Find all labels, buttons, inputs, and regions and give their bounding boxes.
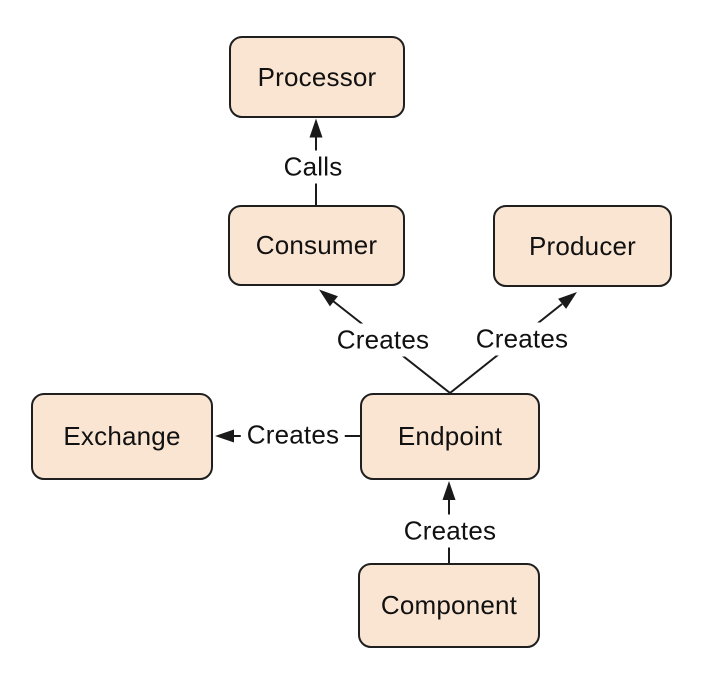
edge-label-calls: Calls [277, 150, 349, 184]
node-exchange-label: Exchange [63, 421, 181, 451]
node-component-label: Component [380, 590, 518, 620]
edge-label-creates-exchange: Creates [240, 418, 346, 452]
node-consumer-label: Consumer [255, 230, 378, 260]
node-producer-label: Producer [528, 230, 637, 261]
node-processor-label: Processor [257, 61, 377, 92]
edge-label-creates-endpoint: Creates [397, 514, 503, 548]
edge-endpoint-consumer-arrowhead [319, 289, 338, 307]
edge-component-endpoint-arrowhead [442, 481, 456, 500]
node-producer: Producer [493, 205, 672, 287]
node-endpoint: Endpoint [360, 393, 540, 480]
node-processor: Processor [229, 36, 405, 118]
node-component: Component [358, 563, 540, 648]
edge-endpoint-exchange-arrowhead [215, 429, 234, 443]
edge-label-creates-consumer: Creates [330, 323, 436, 357]
edge-label-creates-producer: Creates [469, 322, 575, 356]
node-consumer: Consumer [228, 205, 405, 286]
edge-endpoint-producer-arrowhead [558, 292, 577, 309]
node-exchange: Exchange [31, 393, 213, 480]
edge-consumer-processor-arrowhead [309, 118, 323, 138]
node-endpoint-label: Endpoint [397, 421, 503, 451]
